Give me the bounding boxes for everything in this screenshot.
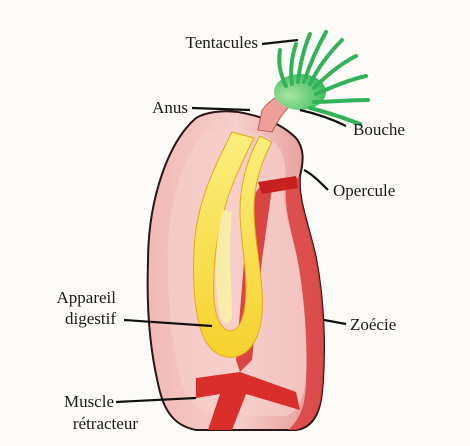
label-appareil-digestif-line2: digestif: [28, 309, 116, 328]
label-appareil-digestif-line1: Appareil: [28, 288, 116, 307]
label-opercule: Opercule: [333, 181, 429, 200]
leader-zoecie: [324, 320, 346, 324]
leader-tentacules: [262, 40, 298, 44]
label-anus: Anus: [120, 98, 188, 117]
leader-opercule: [304, 170, 328, 190]
label-muscle-retracteur-line1: Muscle: [30, 392, 114, 411]
leader-anus: [192, 108, 250, 110]
label-zoecie: Zoécie: [350, 315, 434, 334]
label-tentacules: Tentacules: [140, 33, 258, 52]
label-muscle-retracteur-line2: rétracteur: [30, 414, 138, 433]
tentacles: [279, 32, 368, 124]
label-bouche: Bouche: [353, 120, 433, 139]
